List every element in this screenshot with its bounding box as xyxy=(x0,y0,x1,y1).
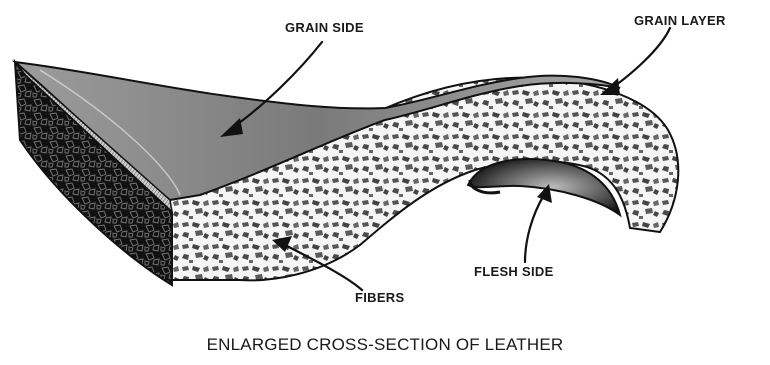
label-grain-layer: GRAIN LAYER xyxy=(634,13,726,28)
figure-caption: ENLARGED CROSS-SECTION OF LEATHER xyxy=(207,335,564,354)
label-fibers: FIBERS xyxy=(355,290,404,305)
label-flesh-side: FLESH SIDE xyxy=(474,264,554,279)
label-grain-side: GRAIN SIDE xyxy=(285,20,364,35)
arrow-flesh-side xyxy=(525,184,552,262)
